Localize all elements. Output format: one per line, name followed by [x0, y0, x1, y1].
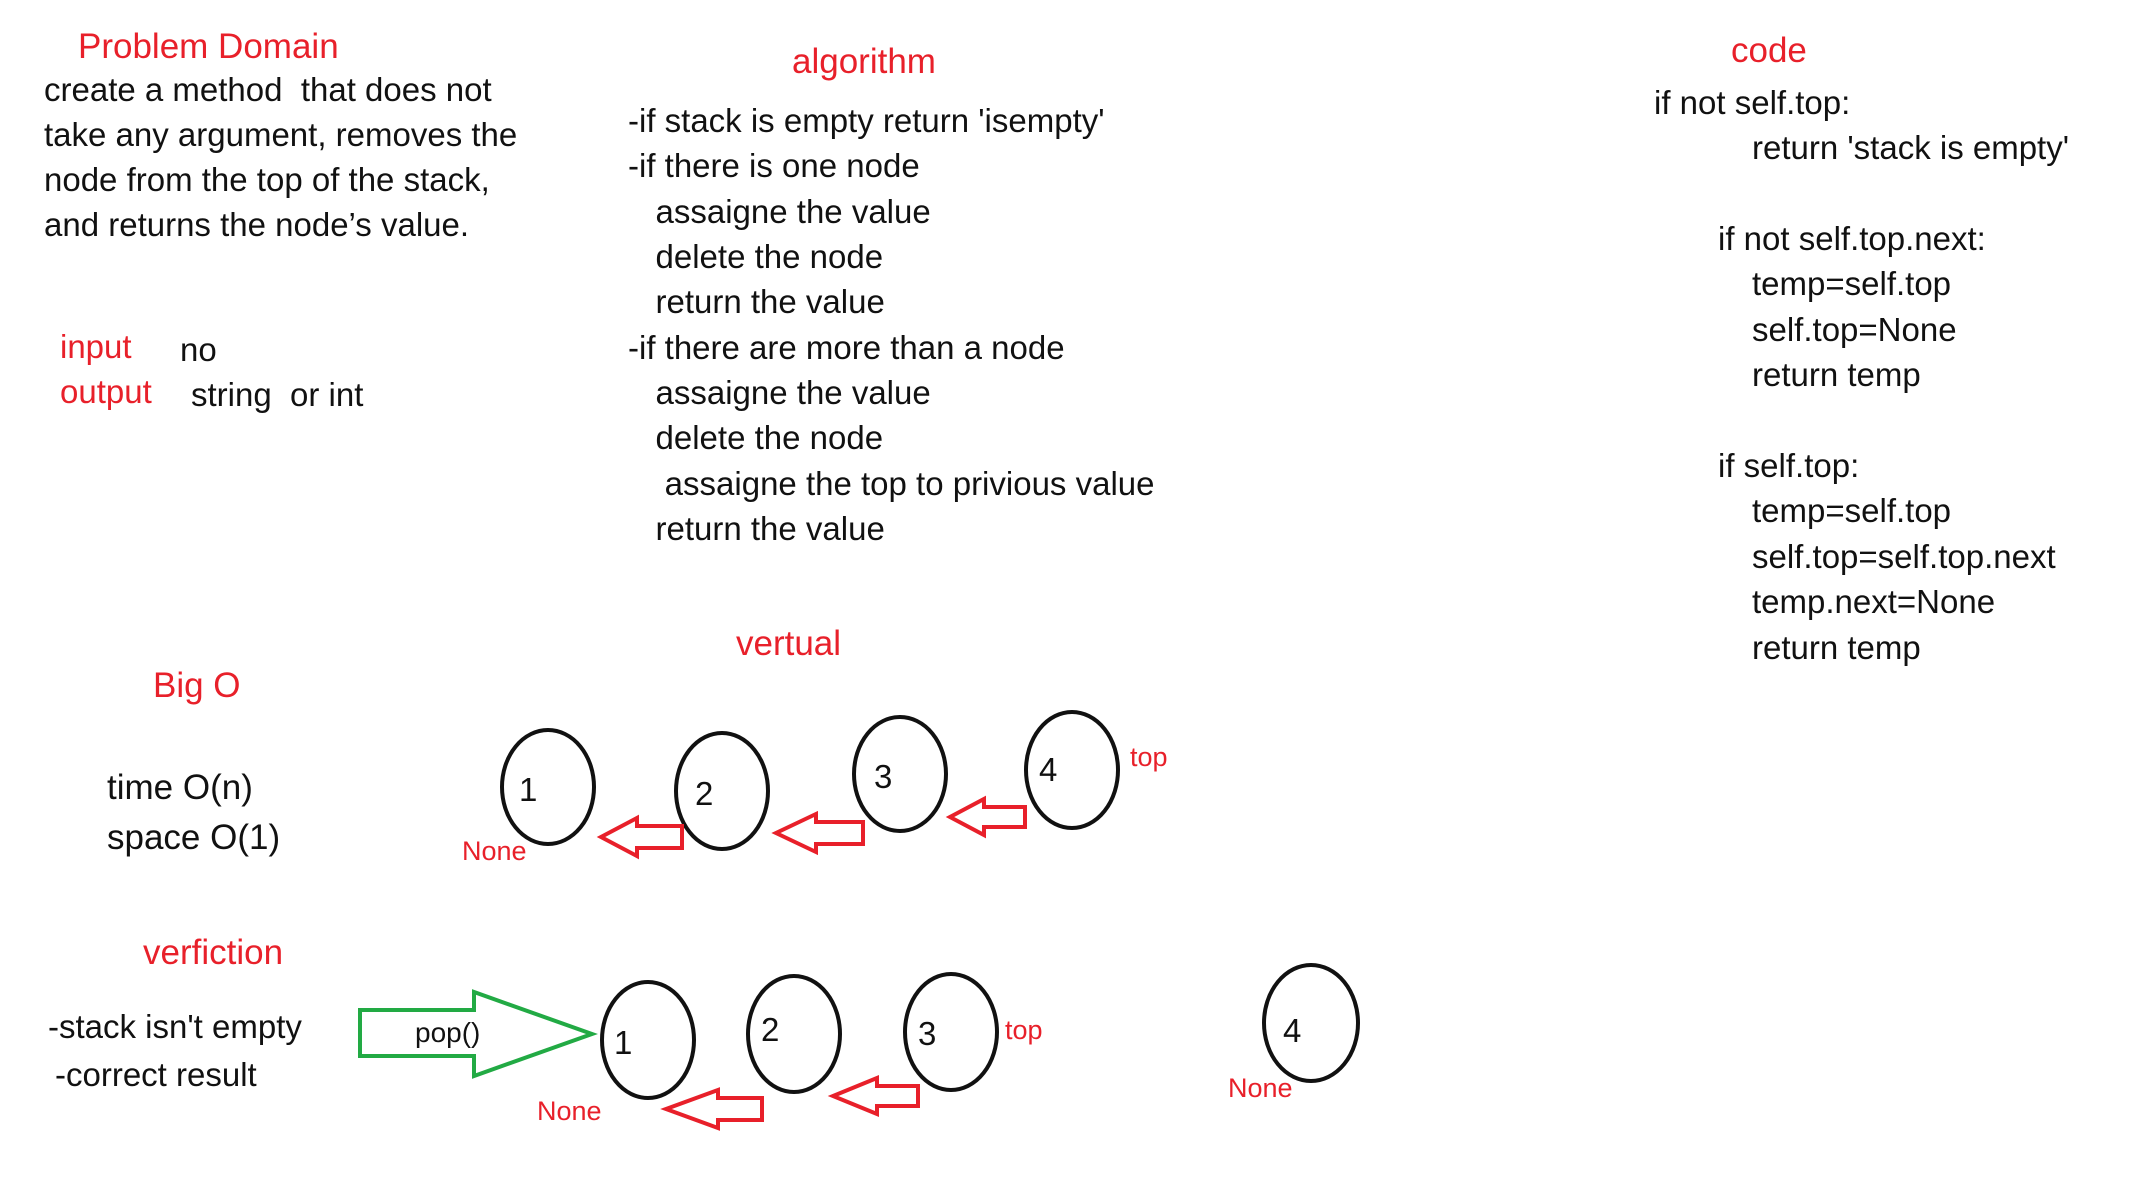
visual-none-label: None [462, 836, 527, 866]
verification-heading: verfiction [143, 933, 284, 972]
verify-none-label: None [537, 1096, 602, 1126]
problem-domain-line: and returns the node’s value. [44, 206, 470, 243]
verify-node-3-circle [903, 972, 999, 1092]
algorithm-heading: algorithm [792, 42, 936, 81]
algorithm-line: delete the node [628, 419, 884, 456]
code-line: if not self.top.next: [1718, 220, 1986, 257]
output-value: string or int [191, 376, 364, 413]
code-line: self.top=None [1752, 311, 1957, 348]
code-line: temp=self.top [1752, 492, 1952, 529]
verify-node-2-circle [746, 974, 842, 1094]
problem-domain-heading: Problem Domain [78, 27, 339, 66]
visual-node-3-circle [852, 715, 948, 833]
algorithm-line: assaigne the top to privious value [628, 465, 1155, 502]
code-line: if self.top: [1718, 447, 1860, 484]
problem-domain-line: node from the top of the stack, [44, 161, 490, 198]
input-value: no [180, 331, 217, 368]
visual-arrow-2-to-1 [596, 814, 684, 860]
verify-node-1-label: 1 [614, 1024, 633, 1061]
verify-top-label: top [1005, 1015, 1043, 1045]
output-label: output [60, 373, 152, 410]
big-o-time: time O(n) [107, 768, 253, 807]
problem-domain-line: create a method that does not [44, 71, 492, 108]
popped-none-label: None [1228, 1073, 1293, 1103]
visual-node-2-circle [674, 731, 770, 851]
visual-heading: vertual [736, 624, 842, 663]
algorithm-line: assaigne the value [628, 374, 931, 411]
verify-node-1-circle [600, 980, 696, 1100]
verify-node-3-label: 3 [918, 1015, 937, 1052]
verify-node-2-label: 2 [761, 1011, 780, 1048]
visual-node-3-label: 3 [874, 758, 893, 795]
visual-node-2-label: 2 [695, 775, 714, 812]
verification-check: -stack isn't empty [48, 1008, 302, 1045]
popped-node-label: 4 [1283, 1012, 1302, 1049]
popped-node-4-circle [1262, 963, 1360, 1083]
visual-node-1-label: 1 [519, 771, 538, 808]
code-line: temp.next=None [1752, 583, 1996, 620]
problem-domain-line: take any argument, removes the [44, 116, 518, 153]
algorithm-line: -if there is one node [628, 147, 920, 184]
verification-check: -correct result [55, 1056, 257, 1093]
algorithm-line: -if stack is empty return 'isempty' [628, 102, 1105, 139]
visual-top-label: top [1130, 742, 1168, 772]
verify-arrow-3-to-2 [827, 1075, 920, 1117]
visual-arrow-3-to-2 [771, 810, 865, 856]
algorithm-line: return the value [628, 283, 885, 320]
pop-label: pop() [415, 1017, 481, 1048]
visual-node-4-label: 4 [1039, 751, 1058, 788]
input-label: input [60, 328, 132, 365]
algorithm-line: delete the node [628, 238, 884, 275]
code-line: return temp [1752, 629, 1921, 666]
code-line: self.top=self.top.next [1752, 538, 2056, 575]
algorithm-line: return the value [628, 510, 885, 547]
big-o-space: space O(1) [107, 818, 281, 857]
visual-node-4-circle [1024, 710, 1120, 830]
pop-arrow [358, 989, 598, 1079]
big-o-heading: Big O [153, 666, 241, 705]
verify-arrow-2-to-1 [660, 1087, 764, 1131]
visual-arrow-4-to-3 [945, 795, 1027, 839]
code-line: return temp [1752, 356, 1921, 393]
code-line: return 'stack is empty' [1752, 129, 2070, 166]
code-heading: code [1731, 31, 1807, 70]
algorithm-line: assaigne the value [628, 193, 931, 230]
algorithm-line: -if there are more than a node [628, 329, 1065, 366]
code-line: temp=self.top [1752, 265, 1952, 302]
visual-node-1-circle [500, 728, 596, 846]
code-line: if not self.top: [1654, 84, 1851, 121]
